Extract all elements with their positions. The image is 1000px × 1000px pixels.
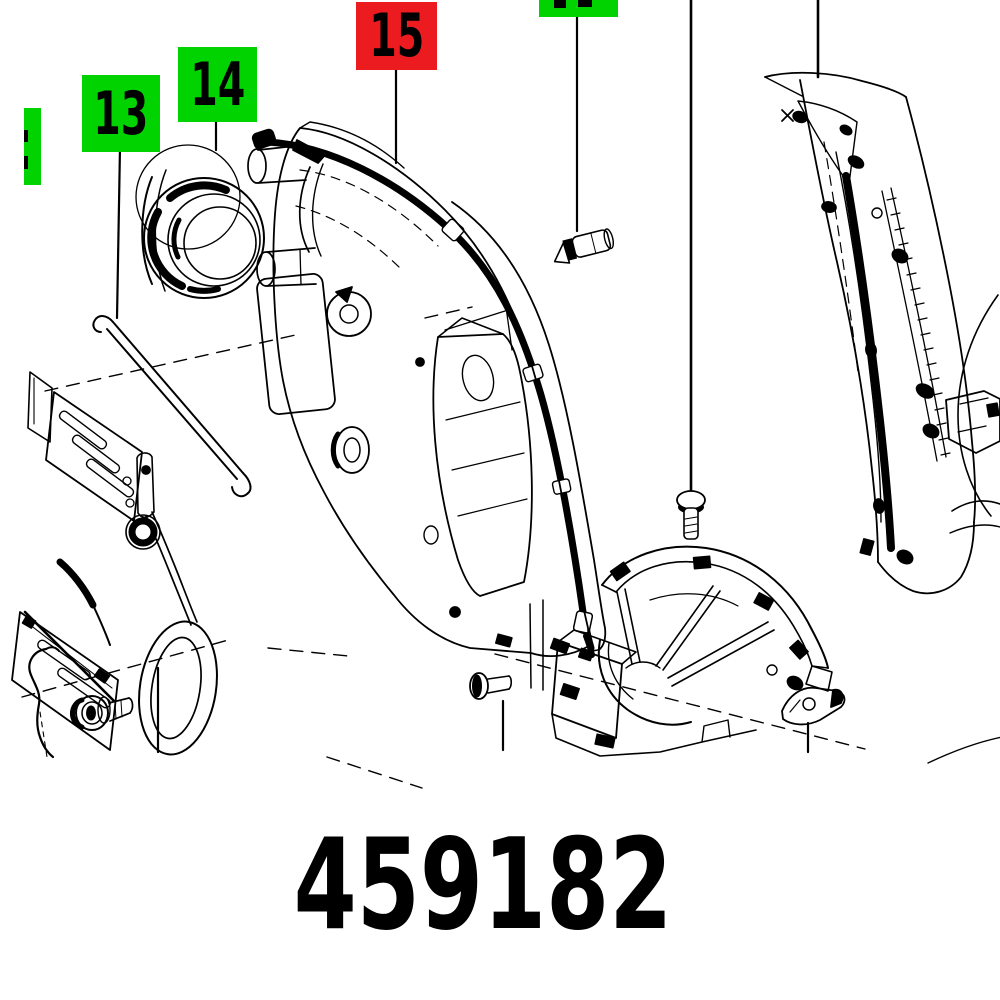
label-box-15[interactable]: 15	[356, 2, 437, 70]
wire-clip	[28, 646, 60, 759]
set-screw	[553, 228, 615, 264]
label-text: 13	[93, 78, 149, 149]
label-box-14[interactable]: 14	[178, 47, 257, 122]
label-box-top-cropped[interactable]	[539, 0, 618, 17]
flange-screw	[69, 695, 134, 731]
main-housing	[247, 121, 607, 691]
part-14-hose-cuff	[135, 144, 265, 299]
bevel-guide-rail	[764, 71, 976, 595]
label-box-13[interactable]: 13	[82, 75, 160, 152]
part-13-rod	[92, 315, 252, 498]
rail-knob	[945, 294, 1000, 534]
guard-segment	[551, 545, 833, 757]
cropped-digit-fragment	[578, 0, 592, 7]
label-text: 14	[189, 49, 246, 120]
label-text: 15	[368, 1, 425, 71]
cropped-digit-fragment	[24, 156, 28, 169]
part-number: 459182	[293, 811, 673, 958]
label-box-left-cropped[interactable]	[24, 108, 41, 185]
base-plate-assembly	[11, 371, 218, 756]
part-15-cable	[251, 128, 595, 658]
small-bolt	[469, 672, 513, 700]
clamp-bracket	[781, 686, 846, 726]
corner-curve	[927, 736, 1000, 764]
cropped-digit-fragment	[24, 130, 28, 142]
pan-head-screw	[676, 490, 706, 540]
cropped-digit-fragment	[554, 0, 566, 8]
